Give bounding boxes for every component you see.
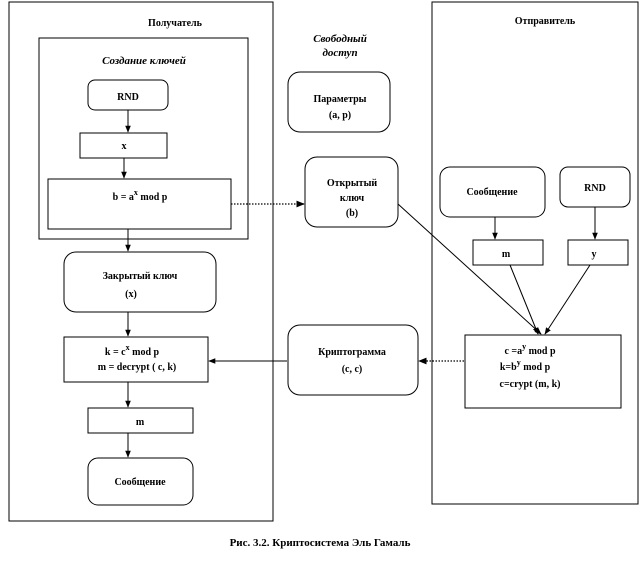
decrypt-box	[63, 336, 209, 383]
k-formula: k = cx mod p	[105, 343, 160, 358]
sender-message-box	[439, 166, 546, 218]
receiver-message-box	[87, 457, 194, 506]
public-key-compute-box	[47, 178, 232, 230]
arrow-y-to-encrypt	[544, 264, 591, 335]
m-decrypt-formula: m = decrypt ( c, k)	[98, 362, 176, 373]
cryptogram-line1: Криптограмма	[318, 347, 386, 358]
sender-title: Отправитель	[515, 16, 576, 27]
sender-m-label: m	[502, 249, 511, 260]
y-label: y	[592, 249, 597, 260]
arrow-m-to-encrypt	[509, 264, 539, 335]
encrypt-box	[464, 334, 622, 409]
public-key-box	[304, 156, 399, 228]
receiver-rnd-label: RND	[117, 92, 139, 103]
receiver-m-label: m	[136, 417, 145, 428]
public-key-line3: (b)	[346, 208, 358, 219]
y-box	[567, 239, 629, 266]
arrow-public-key-to-encrypt	[397, 203, 542, 335]
params-box	[287, 71, 391, 133]
c-formula: c =ay mod p	[504, 342, 556, 357]
private-key-box	[63, 251, 217, 313]
k-sender-formula: k=by mod p	[500, 358, 551, 373]
public-title-line2: доступ	[322, 47, 357, 59]
sender-message-label: Сообщение	[466, 187, 518, 198]
public-title-line1: Свободный	[313, 33, 367, 45]
private-key-line1: Закрытый ключ	[103, 271, 178, 282]
params-line1: Параметры	[314, 94, 367, 105]
receiver-m-box	[87, 407, 194, 434]
public-key-line1: Открытый	[327, 178, 378, 189]
receiver-title: Получатель	[148, 18, 203, 29]
sender-rnd-label: RND	[584, 183, 606, 194]
sender-m-box	[472, 239, 544, 266]
figure-caption: Рис. 3.2. Криптосистема Эль Гамаль	[230, 537, 411, 549]
key-creation-title: Создание ключей	[102, 55, 186, 67]
private-key-line2: (x)	[125, 289, 137, 300]
public-key-line2: ключ	[340, 193, 365, 204]
c-crypt-formula: c=crypt (m, k)	[500, 379, 561, 390]
params-line2: (a, p)	[329, 110, 351, 121]
x-label: x	[122, 141, 127, 152]
cryptogram-box	[287, 324, 419, 396]
cryptogram-line2: (c, c)	[342, 364, 363, 375]
receiver-message-label: Сообщение	[114, 477, 166, 488]
b-formula: b = ax mod p	[113, 188, 168, 203]
